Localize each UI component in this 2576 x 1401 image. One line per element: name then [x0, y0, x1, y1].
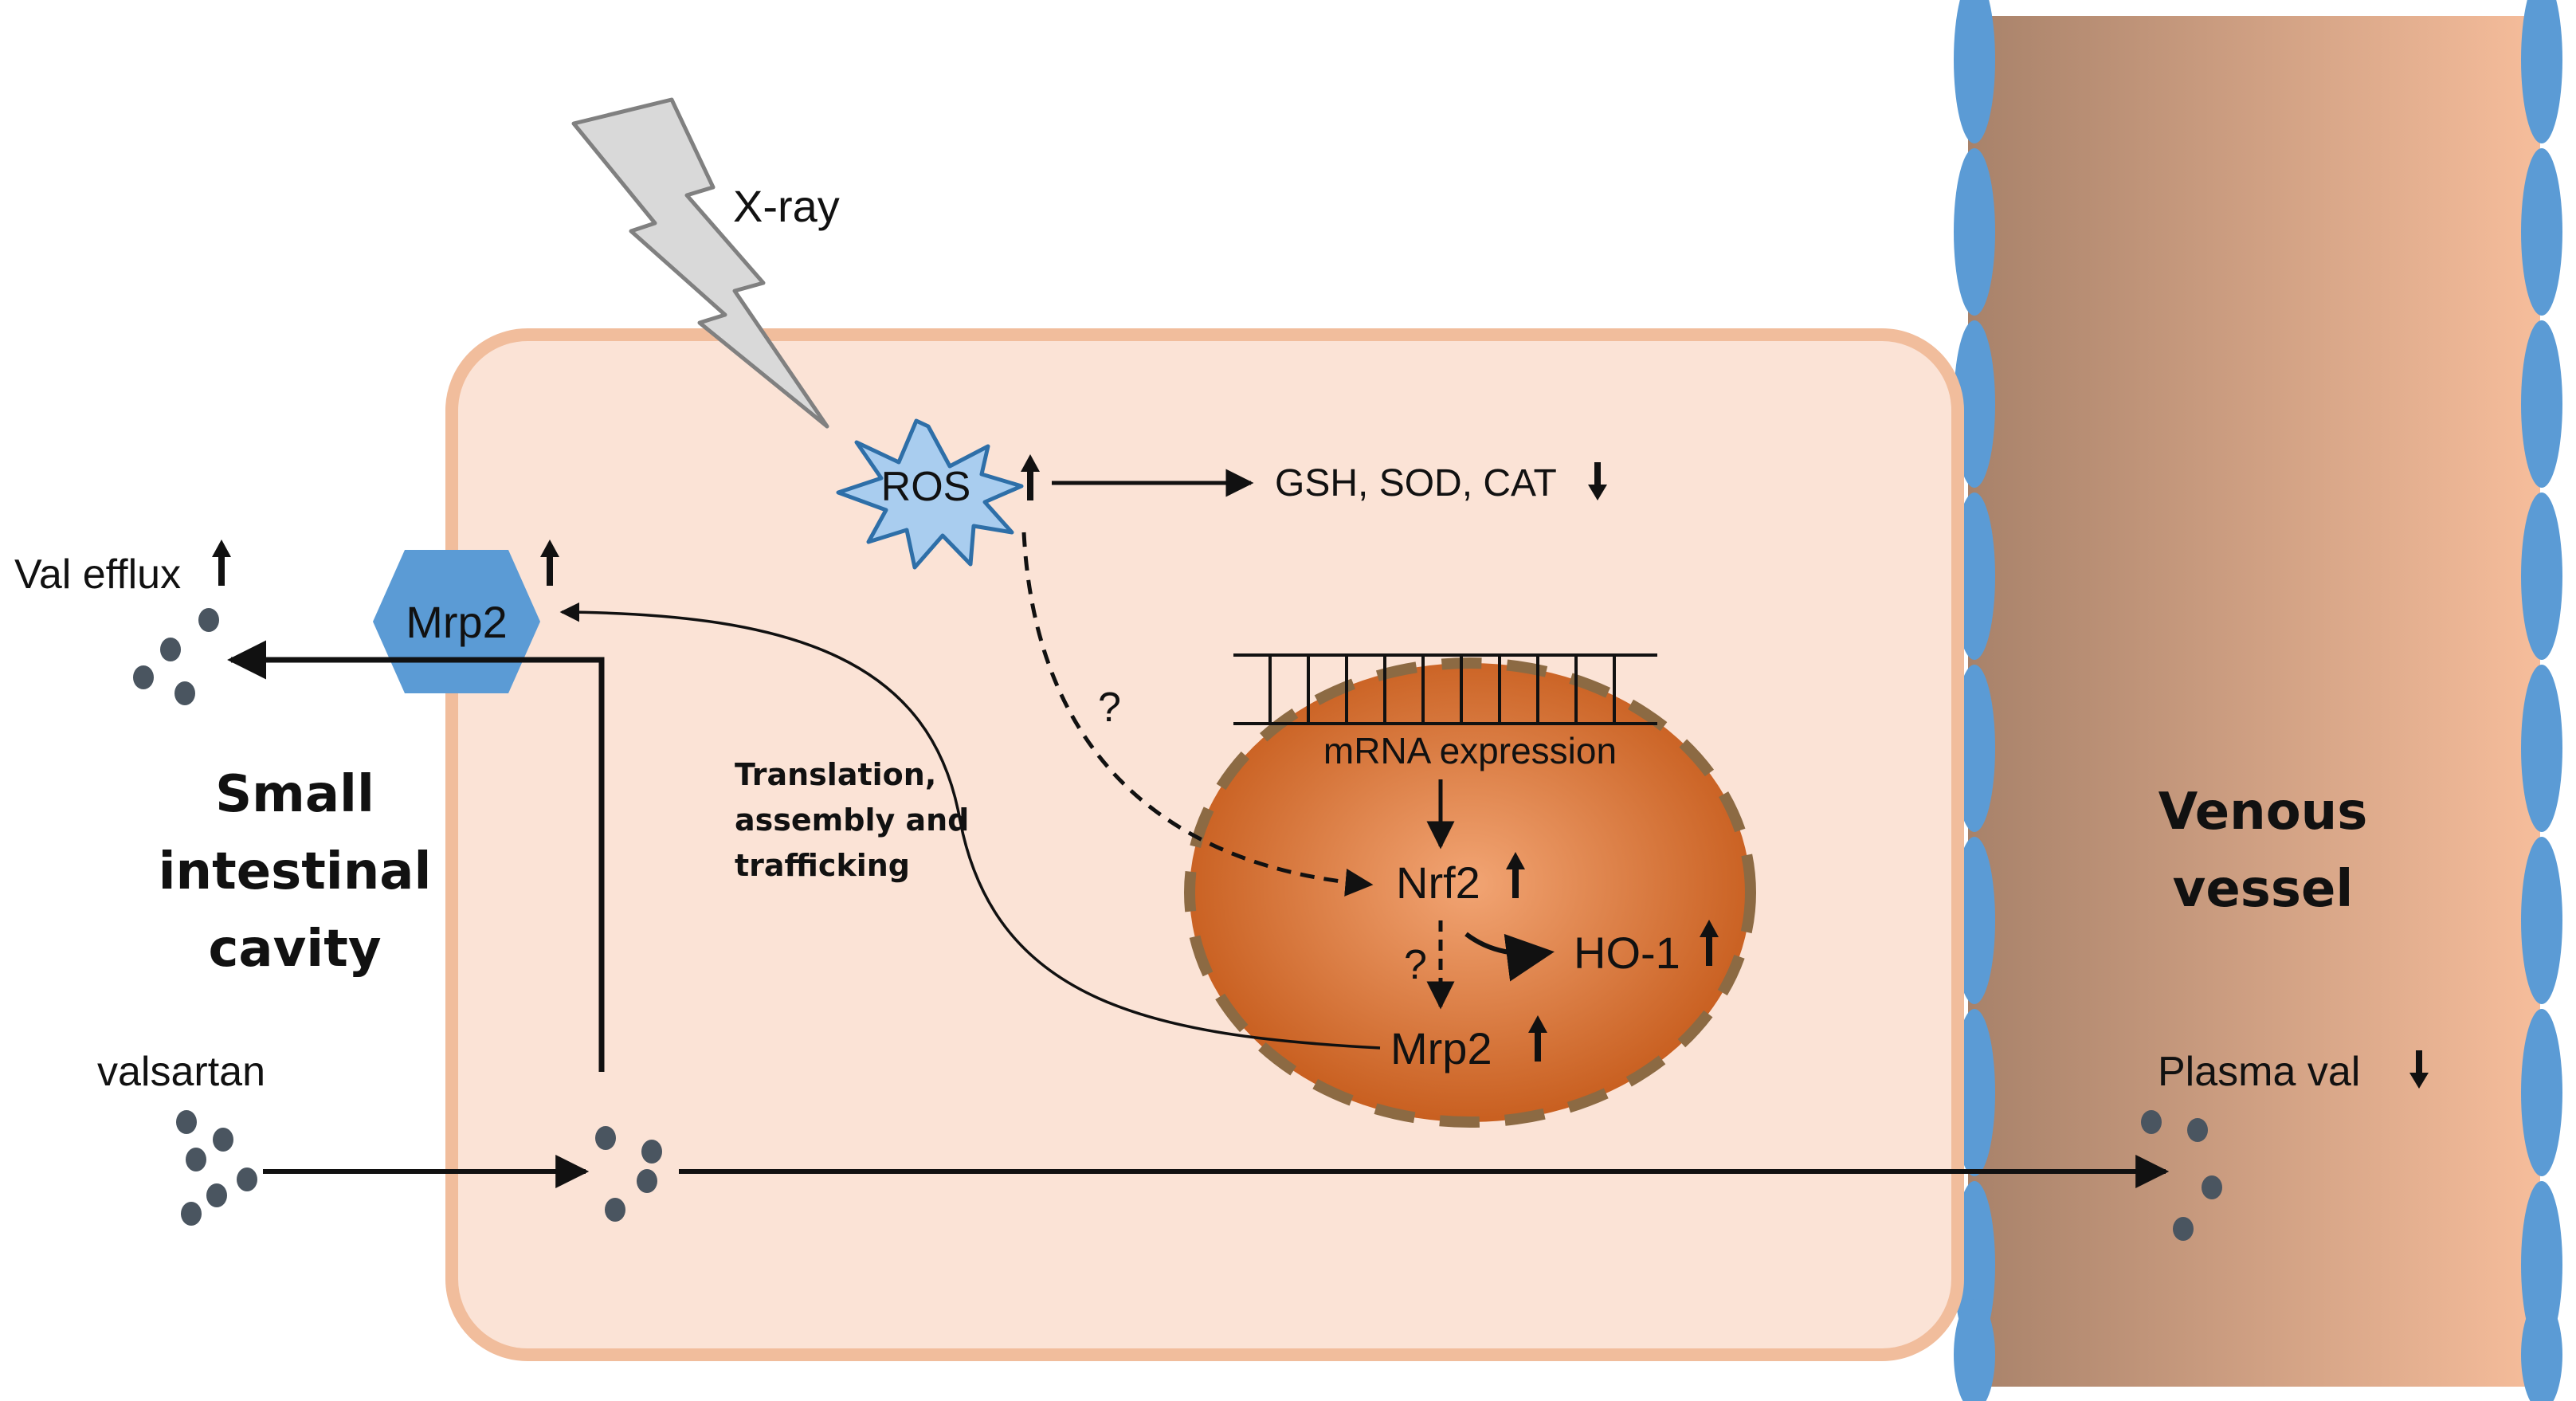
plasma-drug-particles	[2141, 1110, 2222, 1241]
cavity-label-line1: Small	[215, 765, 374, 824]
ros-up-arrow-icon	[1021, 454, 1040, 500]
ros-label: ROS	[881, 464, 971, 510]
val-efflux-label: Val efflux	[14, 551, 181, 598]
mrp2-nucleus-up-arrow-icon	[1528, 1015, 1547, 1062]
plasma-val-down-arrow-icon	[2409, 1050, 2429, 1089]
nrf2-label: Nrf2	[1396, 857, 1480, 908]
mrp2-transporter-up-arrow-icon	[540, 540, 559, 586]
valsartan-drug-particles	[176, 1110, 257, 1226]
dna-ladder-icon	[1233, 653, 1657, 725]
effluxed-drug-particles	[133, 608, 219, 705]
intracellular-drug-particles	[595, 1126, 662, 1222]
ho1-up-arrow-icon	[1700, 920, 1719, 966]
vessel-endothelial-cells-right	[2521, 0, 2562, 1401]
mrp2-transporter-label: Mrp2	[406, 597, 508, 647]
xray-label: X-ray	[733, 181, 840, 231]
mrp2-nucleus-label: Mrp2	[1390, 1023, 1492, 1073]
xray-lightning-icon	[571, 97, 829, 429]
valsartan-label: valsartan	[97, 1049, 265, 1095]
translation-label-line2: assembly and	[735, 803, 969, 838]
venous-label-line1: Venous	[2158, 783, 2368, 842]
nrf2-mrp2-question-mark: ?	[1404, 942, 1427, 988]
ho1-label: HO-1	[1574, 928, 1680, 978]
nrf2-up-arrow-icon	[1506, 852, 1525, 898]
plasma-val-label: Plasma val	[2158, 1049, 2360, 1095]
antioxidants-down-arrow-icon	[1588, 462, 1607, 500]
efflux-path-arrow	[227, 640, 605, 1072]
antioxidants-label: GSH, SOD, CAT	[1275, 462, 1557, 504]
ros-nrf2-question-mark: ?	[1098, 685, 1121, 731]
cavity-label-line2: intestinal	[159, 842, 432, 901]
nucleus	[1184, 657, 1756, 1128]
translation-label-line1: Translation,	[735, 757, 936, 792]
translation-label-line3: trafficking	[735, 848, 910, 883]
val-efflux-up-arrow-icon	[212, 540, 231, 586]
translation-trafficking-arrow	[559, 602, 1381, 1050]
ros-burst-icon	[836, 418, 1024, 570]
mrna-expression-label: mRNA expression	[1323, 730, 1617, 771]
venous-vessel	[1954, 0, 2562, 1401]
cavity-label-line3: cavity	[208, 920, 381, 979]
venous-label-line2: vessel	[2173, 860, 2354, 919]
nrf2-to-ho1-arrow	[1464, 932, 1555, 982]
